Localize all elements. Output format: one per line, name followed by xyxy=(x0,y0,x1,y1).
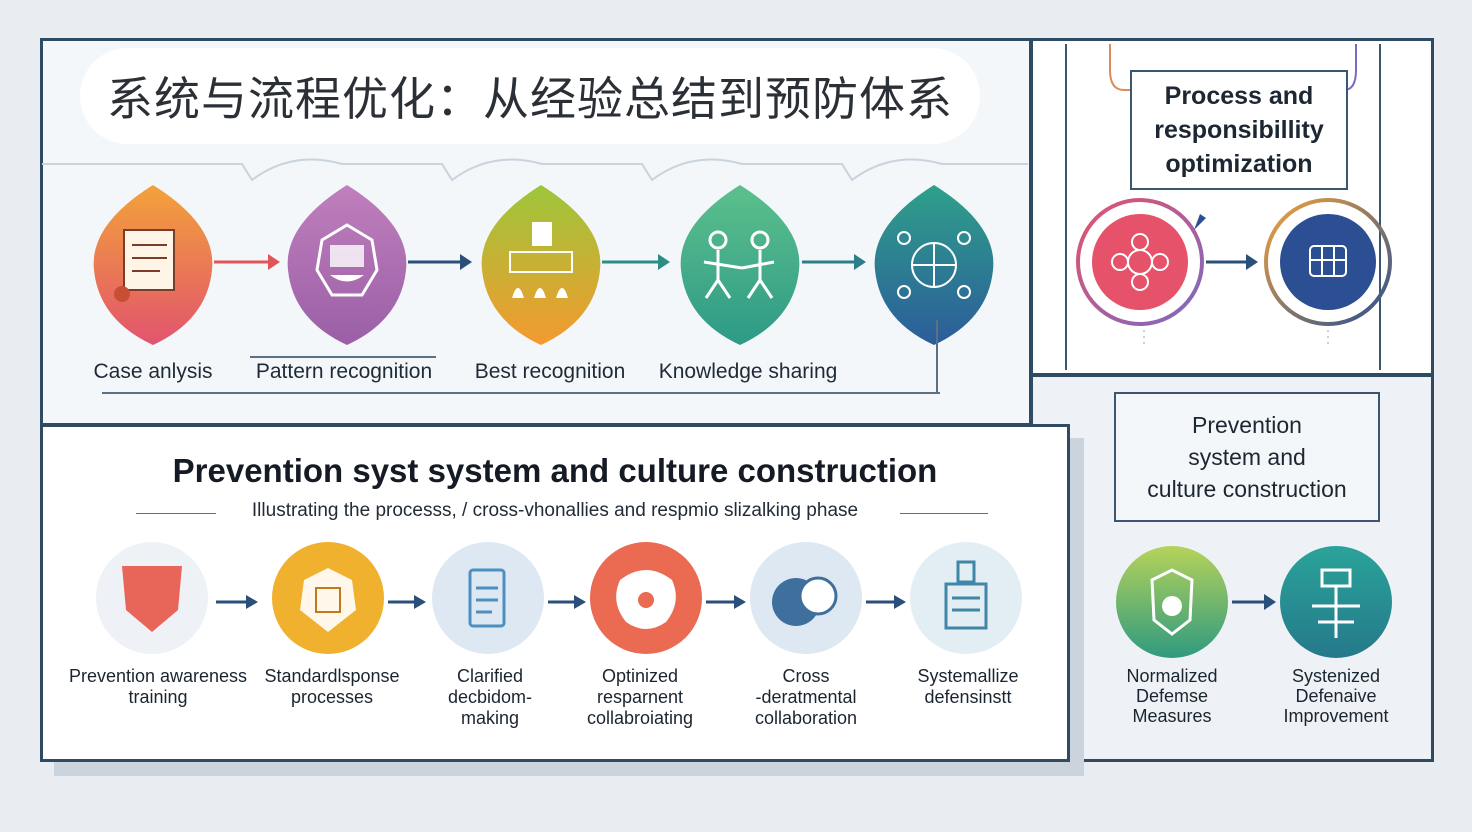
people-icon xyxy=(703,230,775,299)
stage-pattern-recognition xyxy=(287,185,407,345)
arrow-step-3 xyxy=(548,595,586,609)
page-title-pill: 系统与流程优化：从经验总结到预防体系 xyxy=(80,48,980,144)
arrow-1 xyxy=(214,254,280,270)
step-awareness-training xyxy=(96,542,208,654)
prevention-section-title: Prevention syst system and culture const… xyxy=(172,452,938,489)
prevention-section-subtitle: Illustrating the processs, / cross-vhona… xyxy=(251,500,859,521)
label-underline xyxy=(250,356,436,358)
step-cross-departmental xyxy=(750,542,862,654)
step-clarified-decision xyxy=(432,542,544,654)
defense-icon xyxy=(1150,568,1194,636)
step-systematize-defense xyxy=(910,542,1022,654)
systemized-improvement-circle xyxy=(1280,546,1392,658)
normalized-defense-circle xyxy=(1116,546,1228,658)
stage-baseline xyxy=(102,392,940,394)
prevention-steps-flow xyxy=(96,542,1022,654)
top-stage-flow xyxy=(93,185,994,345)
system-icon xyxy=(944,560,988,630)
arrow-3 xyxy=(602,254,670,270)
stage-label-knowledge-sharing: Knowledge sharing xyxy=(658,360,838,383)
shield-icon xyxy=(122,566,182,632)
scallop-band xyxy=(42,158,1028,182)
arrow-4 xyxy=(802,254,866,270)
defense-flow xyxy=(1116,546,1392,658)
stage-label-best-recognition: Best recognition xyxy=(474,360,626,383)
stage-label-pattern-recognition: Pattern recognition xyxy=(255,360,433,383)
clipboard-icon xyxy=(123,229,175,291)
step-standard-processes xyxy=(272,542,384,654)
collaboration-icon xyxy=(772,576,838,626)
normalized-defense-label: Normalized Defemse Measures xyxy=(1126,666,1218,726)
subtitle-rule-left xyxy=(136,513,216,514)
brain-icon xyxy=(315,223,379,297)
step-label-cross: Cross -deratmental collaboration xyxy=(754,666,858,728)
step-label-standard: Standardlsponse processes xyxy=(264,666,400,707)
decision-icon xyxy=(468,568,506,628)
step-label-awareness: Prevention awareness training xyxy=(68,666,248,707)
stage-case-analysis xyxy=(93,185,213,345)
systemized-improvement-label: Systenized Defenaive Improvement xyxy=(1283,666,1389,726)
subtitle-rule-right xyxy=(900,513,988,514)
page-title: 系统与流程优化：从经验总结到预防体系 xyxy=(107,72,953,126)
stage-knowledge-sharing xyxy=(680,185,800,345)
prevention-system-box: Prevention system and culture constructi… xyxy=(1114,392,1380,522)
arrow-step-1 xyxy=(216,595,258,609)
stage-label-case-analysis: Case anlysis xyxy=(93,360,213,383)
network-icon xyxy=(897,231,971,299)
flower-process-icon xyxy=(1111,233,1169,291)
step-label-clarified: Clarified decbidom- making xyxy=(447,666,533,728)
document-icon xyxy=(532,222,552,246)
arrow-step-5 xyxy=(866,595,906,609)
process-responsibility-box: Process and responsibillity optimization xyxy=(1130,70,1348,190)
step-label-systematize: Systemallize defensinstt xyxy=(917,666,1019,707)
arrow-2 xyxy=(408,254,472,270)
improvement-icon xyxy=(1312,568,1360,638)
process-circle-right xyxy=(1264,198,1392,326)
arrow-step-2 xyxy=(388,595,426,609)
step-label-optimized: Optinized resparnent collabroiating xyxy=(586,666,694,728)
prevention-panel xyxy=(40,424,1070,762)
arrow-step-4 xyxy=(706,595,746,609)
step-optimized-collaboration xyxy=(590,542,702,654)
stage-best-recognition xyxy=(481,185,601,345)
gear-icon xyxy=(300,568,356,632)
stage-connector xyxy=(936,320,938,394)
process-circle-left xyxy=(1076,198,1204,326)
grid-process-icon xyxy=(1309,245,1347,277)
stage-network xyxy=(874,185,994,345)
process-optimization-diagram xyxy=(1065,44,1392,370)
